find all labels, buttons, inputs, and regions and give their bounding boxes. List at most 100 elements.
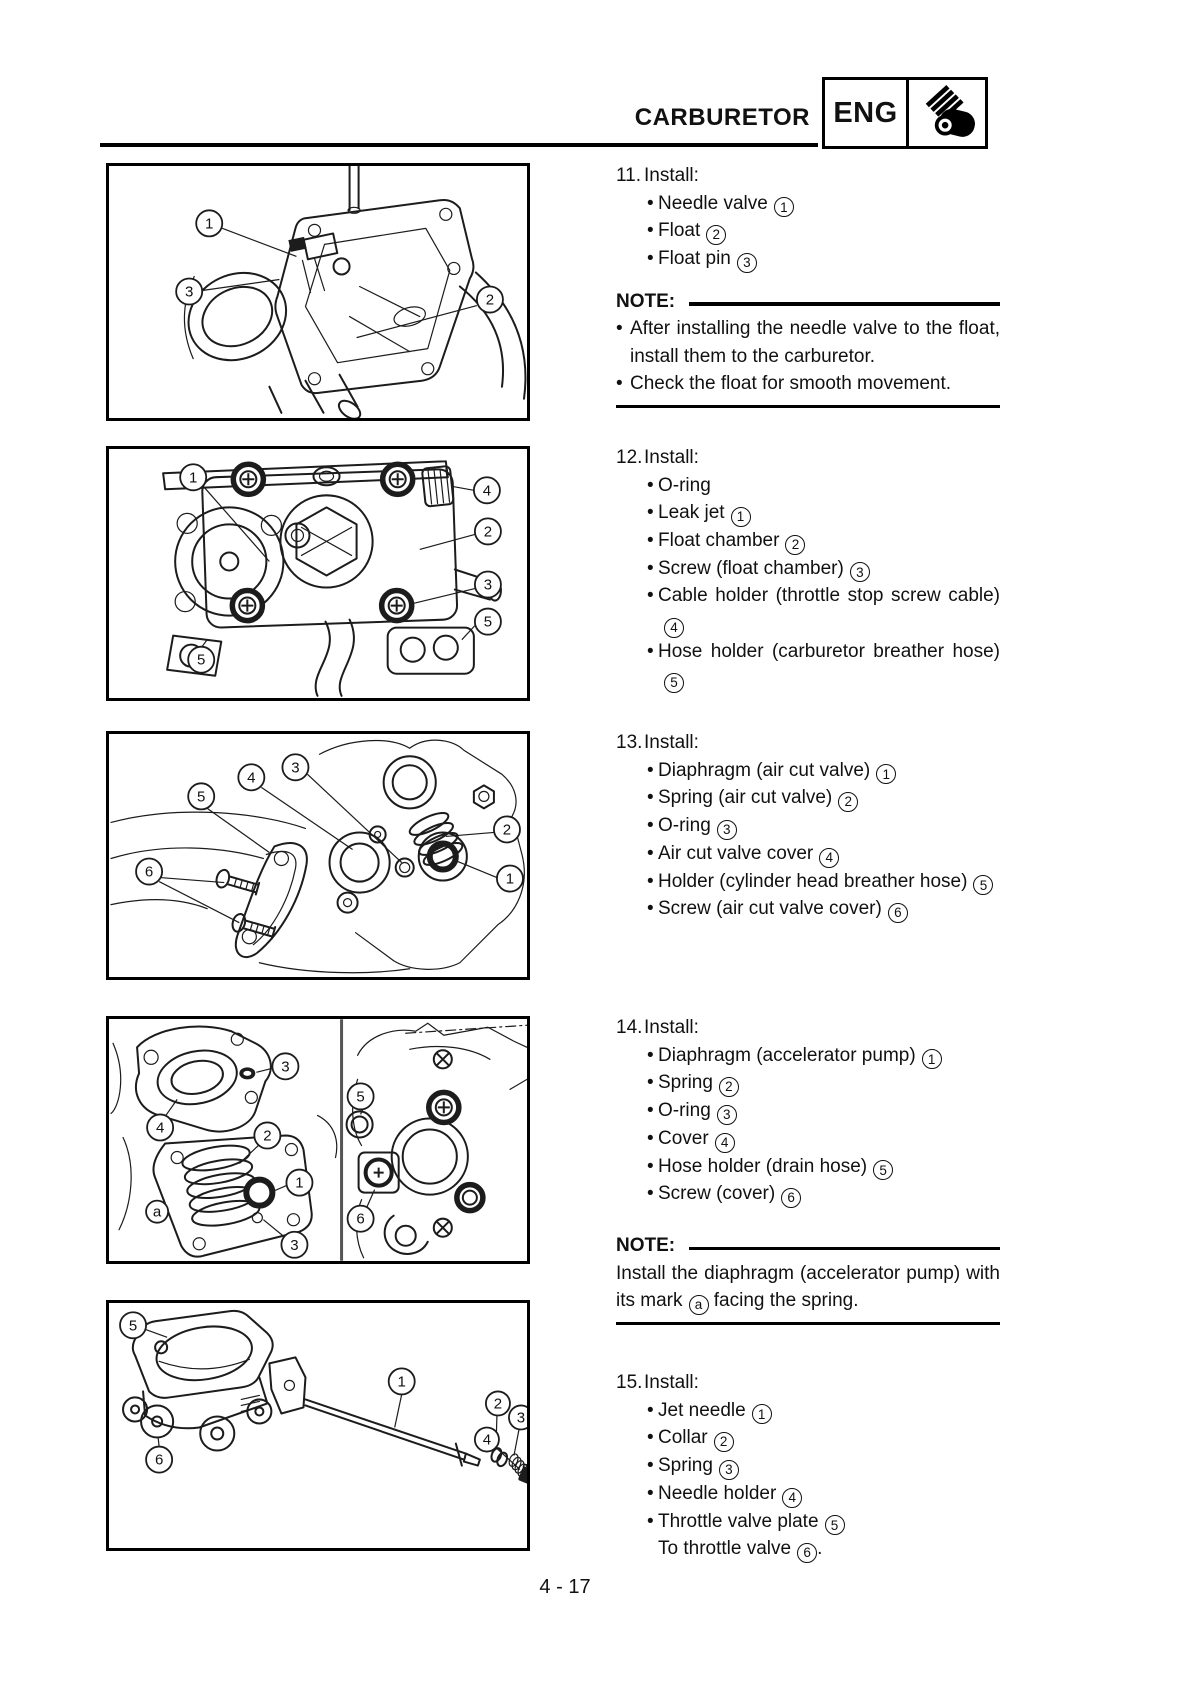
- svg-text:5: 5: [197, 788, 205, 805]
- figure-callout: 3: [262, 1219, 309, 1259]
- figure-image: 5 6 1 2 3 4: [119, 1309, 527, 1484]
- svg-text:3: 3: [281, 1058, 289, 1075]
- figure-air-cut-valve: 5 4 3 2 1 6: [106, 731, 530, 980]
- figure-callout: 1: [272, 1168, 314, 1197]
- air-cut-cover-screws: [215, 868, 277, 940]
- figure-needle-valve-float: 1 3 2: [106, 163, 530, 421]
- part-ref: 3: [736, 252, 757, 273]
- part-ref: 6: [797, 1543, 818, 1563]
- bullet: •: [647, 870, 654, 892]
- svg-text:1: 1: [398, 1373, 406, 1390]
- svg-text:5: 5: [356, 1088, 364, 1105]
- svg-text:2: 2: [484, 523, 492, 540]
- bullet: •: [647, 898, 654, 920]
- step-heading: 13.Install:: [616, 732, 699, 753]
- bullet: •: [647, 585, 654, 607]
- figure-callout: 3: [175, 277, 280, 306]
- float-chamber-screws: [229, 461, 416, 624]
- figure-callout: 2: [356, 285, 504, 339]
- part-ref: 2: [706, 225, 727, 245]
- figure-callout: 1: [457, 860, 524, 893]
- part-ref: 4: [714, 1132, 735, 1153]
- figure-callout: 6: [346, 1189, 376, 1233]
- bullet: •: [647, 640, 654, 662]
- bullet: •: [647, 1044, 654, 1066]
- part-ref: 5: [664, 672, 684, 693]
- part-ref: 6: [781, 1188, 802, 1208]
- figure-callout: 1: [179, 463, 270, 562]
- figure-callout: 5: [187, 639, 216, 674]
- part-ref: 5: [873, 1160, 894, 1181]
- figure-callout: 1: [195, 209, 297, 257]
- figure-callout: 5: [461, 607, 502, 641]
- bullet: •: [647, 1072, 654, 1094]
- figure-callout: 6: [145, 1437, 174, 1474]
- list-item: •Hose holder (drain hose)5: [616, 1153, 1000, 1181]
- note-rule: [689, 1246, 1000, 1250]
- list-item: •Hose holder (carburetor breather hose)5: [616, 638, 1000, 693]
- bullet: •: [647, 474, 654, 496]
- list-item: •Diaphragm (air cut valve)1: [616, 757, 1000, 785]
- svg-text:3: 3: [290, 1237, 298, 1254]
- section-badge: ENG: [822, 77, 988, 149]
- svg-text:2: 2: [486, 292, 494, 309]
- parts-list: •Diaphragm (air cut valve)1 •Spring (air…: [616, 757, 1000, 923]
- bullet: •: [647, 1100, 654, 1121]
- part-ref: 1: [876, 764, 897, 785]
- figure-callout: 3: [256, 1052, 300, 1081]
- figure-image: 1 4 2 3 5 5: [162, 460, 502, 697]
- figure-callout: 4: [146, 1099, 178, 1142]
- list-item: •Spring (air cut valve)2: [616, 784, 1000, 812]
- note-end-rule: [616, 1321, 1000, 1326]
- part-ref: 5: [824, 1515, 845, 1536]
- figure-callout: a: [145, 1199, 170, 1224]
- part-ref: 1: [773, 197, 794, 218]
- note-item: •Check the float for smooth movement.: [616, 370, 1000, 398]
- mark-ref: a: [688, 1294, 709, 1315]
- bullet: •: [647, 815, 654, 836]
- figure-image: 5 4 3 2 1 6: [110, 739, 525, 974]
- eng-badge: ENG: [825, 80, 909, 146]
- bullet: •: [647, 220, 654, 242]
- step-14: 14.Install: •Diaphragm (accelerator pump…: [616, 1014, 1000, 1326]
- svg-text:3: 3: [185, 284, 193, 301]
- figure-callout: 4: [237, 763, 353, 850]
- note-block: NOTE: •After installing the needle valve…: [616, 288, 1000, 409]
- part-ref: 1: [921, 1049, 942, 1070]
- svg-text:4: 4: [483, 1432, 491, 1449]
- bullet: •: [647, 557, 654, 579]
- bullet: •: [647, 787, 654, 809]
- part-ref: 5: [973, 875, 994, 896]
- bullet: •: [647, 1127, 654, 1149]
- svg-text:4: 4: [483, 482, 491, 499]
- part-ref: 2: [713, 1432, 734, 1452]
- part-ref: 4: [782, 1487, 803, 1508]
- bullet: •: [616, 318, 623, 340]
- svg-text:3: 3: [484, 577, 492, 594]
- svg-text:1: 1: [189, 469, 197, 486]
- figure-throttle-valve: 5 6 1 2 3 4: [106, 1300, 530, 1551]
- figure-callout: 3: [508, 1404, 527, 1456]
- figure-callout: 1: [387, 1367, 416, 1428]
- svg-text:6: 6: [145, 864, 153, 881]
- bullet: •: [647, 1427, 654, 1449]
- svg-text:4: 4: [247, 769, 255, 786]
- bullet: •: [647, 759, 654, 781]
- page-title: CARBURETOR: [634, 104, 810, 131]
- part-ref: 4: [819, 847, 840, 868]
- svg-text:2: 2: [263, 1128, 271, 1145]
